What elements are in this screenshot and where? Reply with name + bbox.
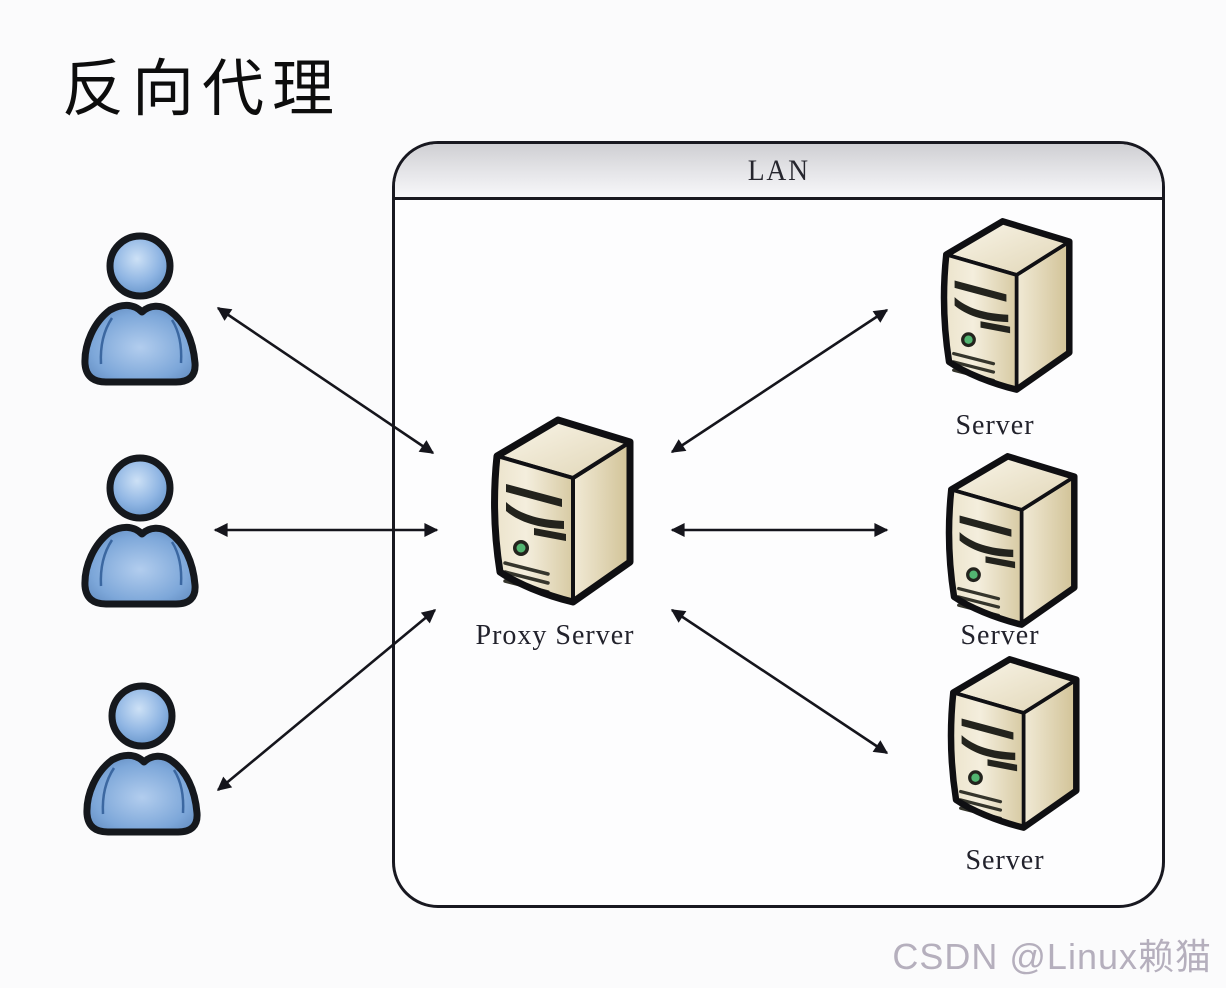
server-tower-icon xyxy=(925,206,1073,404)
user-2 xyxy=(76,452,204,610)
server-2 xyxy=(930,441,1078,639)
server-3 xyxy=(932,644,1080,842)
server-1 xyxy=(925,206,1073,404)
server-tower-icon xyxy=(932,644,1080,842)
server-3-label: Server xyxy=(965,845,1045,876)
person-icon xyxy=(76,230,204,388)
server-2-label: Server xyxy=(960,620,1040,651)
proxy-server xyxy=(470,408,638,613)
person-icon xyxy=(76,452,204,610)
proxy-server-label: Proxy Server xyxy=(475,620,635,651)
lan-header: LAN xyxy=(395,144,1162,200)
user-1 xyxy=(76,230,204,388)
server-tower-icon xyxy=(930,441,1078,639)
lan-label: LAN xyxy=(747,153,810,187)
person-icon xyxy=(78,680,206,838)
server-tower-icon xyxy=(470,408,638,613)
user-3 xyxy=(78,680,206,838)
server-1-label: Server xyxy=(955,410,1035,441)
csdn-watermark: CSDN @Linux赖猫 xyxy=(892,936,1212,977)
page-title: 反向代理 xyxy=(62,56,343,124)
